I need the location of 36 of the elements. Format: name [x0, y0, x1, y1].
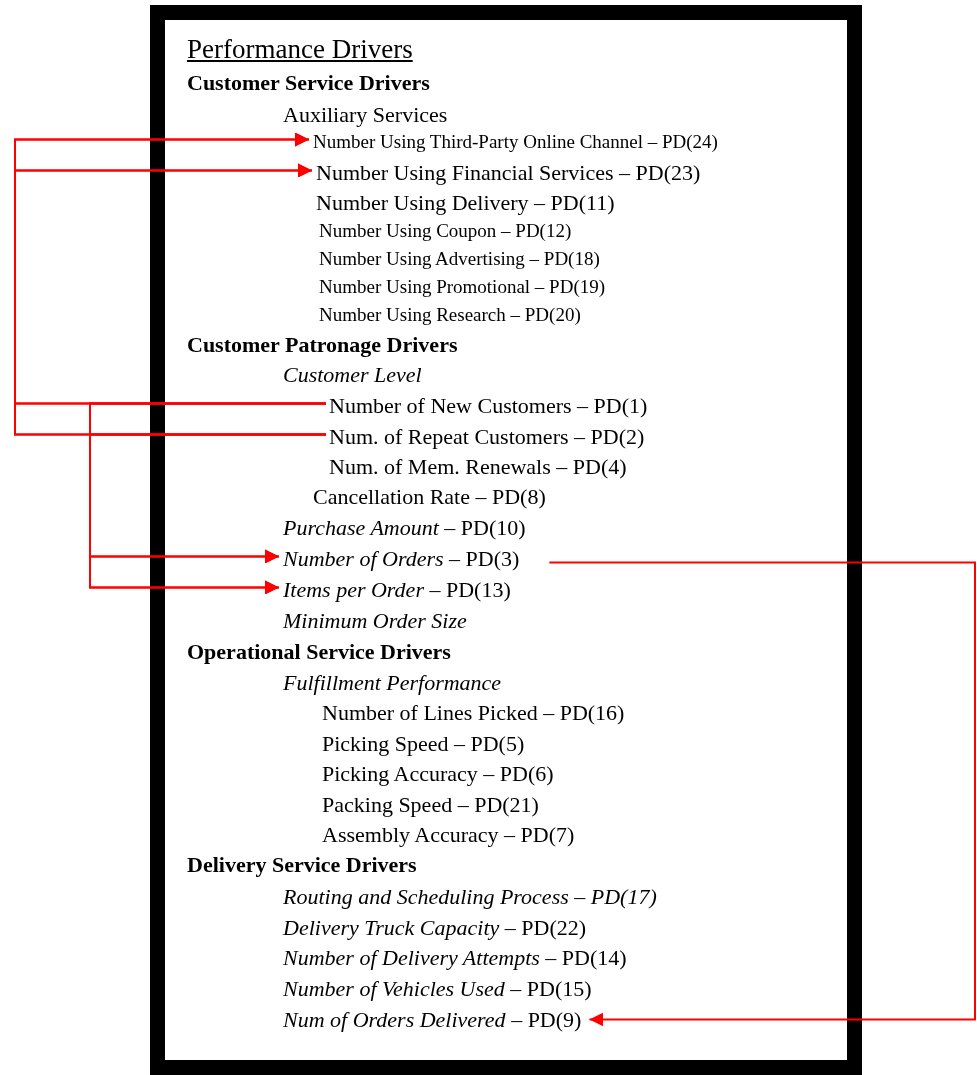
section-heading: Customer Service Drivers: [187, 69, 430, 96]
section-heading: Operational Service Drivers: [187, 638, 451, 665]
driver-label: Number Using Promotional – PD(19): [319, 275, 606, 298]
driver-label: Number of New Customers – PD(1): [329, 392, 648, 419]
driver-label: Number Using Research – PD(20): [319, 303, 581, 326]
driver-label: Num. of Repeat Customers – PD(2): [329, 423, 645, 450]
driver-label: Picking Speed – PD(5): [322, 730, 525, 757]
driver-label: Customer Level: [283, 361, 422, 388]
driver-label: Delivery Truck Capacity – PD(22): [283, 914, 587, 941]
section-heading: Delivery Service Drivers: [187, 851, 417, 878]
frame-border: [150, 5, 862, 1075]
driver-label: Number Using Advertising – PD(18): [319, 247, 600, 270]
driver-label: Number of Lines Picked – PD(16): [322, 699, 625, 726]
driver-label: Cancellation Rate – PD(8): [313, 483, 546, 510]
driver-label: Fulfillment Performance: [283, 669, 502, 696]
driver-label: Num. of Mem. Renewals – PD(4): [329, 453, 627, 480]
driver-label: Purchase Amount – PD(10): [283, 514, 526, 541]
driver-label: Picking Accuracy – PD(6): [322, 760, 554, 787]
arrow: [548, 561, 976, 1027]
driver-label: Minimum Order Size: [283, 607, 467, 634]
driver-label: Number Using Financial Services – PD(23): [316, 159, 701, 186]
driver-label: Packing Speed – PD(21): [322, 791, 539, 818]
heading: Performance Drivers: [187, 33, 413, 65]
driver-label: Auxiliary Services: [283, 101, 448, 128]
driver-label: Number of Delivery Attempts – PD(14): [283, 944, 627, 971]
driver-label: Number Using Delivery – PD(11): [316, 189, 615, 216]
driver-label: Number of Vehicles Used – PD(15): [283, 975, 592, 1002]
section-heading: Customer Patronage Drivers: [187, 331, 458, 358]
driver-label: Items per Order – PD(13): [283, 576, 511, 603]
arrow: [89, 433, 327, 595]
driver-label: Number of Orders – PD(3): [283, 545, 520, 572]
driver-label: Assembly Accuracy – PD(7): [322, 821, 575, 848]
driver-label: Num of Orders Delivered – PD(9): [283, 1006, 582, 1033]
driver-label: Number Using Third-Party Online Channel – PD(24): [313, 130, 718, 153]
driver-label: Number Using Coupon – PD(12): [319, 219, 572, 242]
driver-label: Routing and Scheduling Process – PD(17): [283, 883, 657, 910]
